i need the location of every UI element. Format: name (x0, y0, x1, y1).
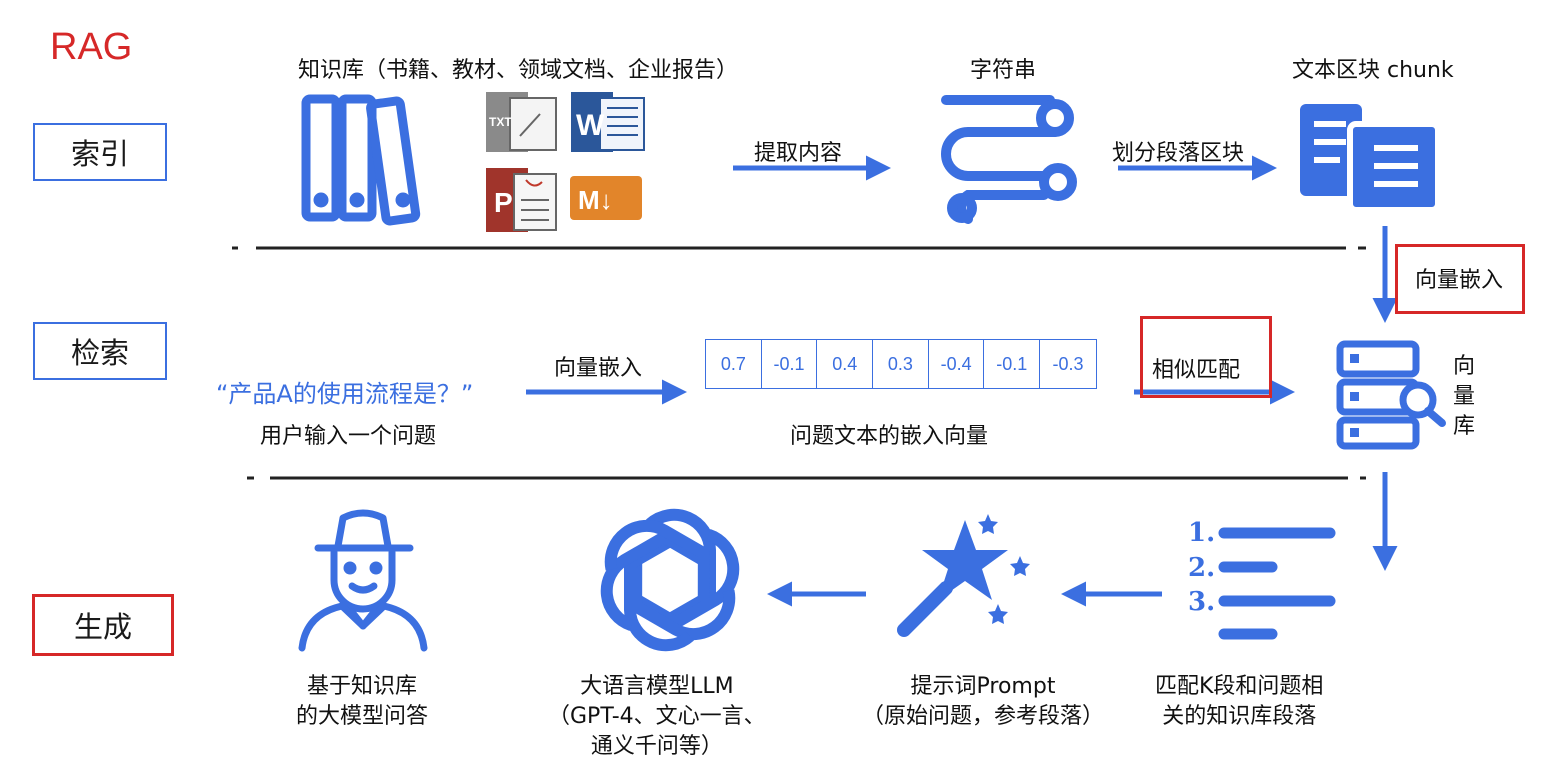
svg-text:W: W (576, 109, 605, 142)
vector-cell: 0.7 (706, 340, 762, 388)
svg-text:M↓: M↓ (578, 185, 613, 215)
vector-cell: -0.1 (984, 340, 1041, 388)
svg-text:TXT: TXT (489, 115, 512, 129)
extract-label: 提取内容 (754, 141, 843, 166)
vector-label: 问题文本的嵌入向量 (790, 424, 989, 449)
svg-text:2.: 2. (1188, 553, 1215, 583)
llm-logo-icon (600, 508, 740, 652)
svg-text:1.: 1. (1188, 518, 1215, 548)
stage-retrieve: 检索 (33, 322, 167, 380)
word-file-icon: W (571, 92, 645, 152)
user-query: “产品A的使用流程是？” (216, 380, 474, 408)
vector-database-icon (1336, 340, 1446, 450)
svg-text:P: P (494, 187, 513, 218)
numbered-list-icon: 1. 2. 3. (1188, 518, 1336, 640)
embed-label-query: 向量嵌入 (554, 356, 643, 381)
chunk-label: 文本区块 chunk (1292, 58, 1454, 83)
string-label: 字符串 (970, 58, 1037, 83)
books-icon (301, 94, 421, 226)
person-hat-icon (298, 509, 428, 652)
user-input-label: 用户输入一个问题 (260, 424, 437, 449)
document-stack-icon (1300, 104, 1441, 213)
vector-cell: -0.1 (762, 340, 818, 388)
svg-text:3.: 3. (1188, 587, 1215, 617)
vector-db-label: 向量库 (1452, 354, 1475, 439)
prompt-label: 提示词Prompt （原始问题，参考段落） (862, 674, 1105, 729)
stage-index: 索引 (33, 123, 167, 181)
embedding-vector: 0.7 -0.1 0.4 0.3 -0.4 -0.1 -0.3 (705, 339, 1097, 389)
embed-highlight (1395, 244, 1525, 314)
stage-generate: 生成 (32, 594, 174, 656)
vector-cell: -0.4 (929, 340, 985, 388)
match-highlight (1140, 316, 1272, 398)
matched-paragraphs-label: 匹配K段和问题相 关的知识库段落 (1155, 674, 1324, 729)
diagram-title: RAG (50, 26, 133, 68)
markdown-file-icon: M↓ (570, 176, 642, 220)
powerpoint-file-icon: P (486, 168, 557, 232)
string-icon (941, 95, 1077, 224)
vector-cell: -0.3 (1052, 353, 1084, 374)
embed-label-top: 向量嵌入 (1415, 268, 1504, 293)
vector-cell: 0.4 (817, 340, 874, 388)
match-label: 相似匹配 (1152, 358, 1241, 383)
magic-wand-icon (897, 514, 1030, 637)
split-label: 划分段落区块 (1112, 141, 1245, 166)
llm-label: 大语言模型LLM （GPT-4、文心一言、 通义千问等） (548, 674, 766, 759)
knowledge-base-label: 知识库（书籍、教材、领域文档、企业报告） (298, 58, 739, 83)
txt-file-icon: TXT (486, 92, 557, 152)
answer-label: 基于知识库 的大模型问答 (296, 674, 429, 729)
vector-cell: 0.3 (873, 340, 929, 388)
